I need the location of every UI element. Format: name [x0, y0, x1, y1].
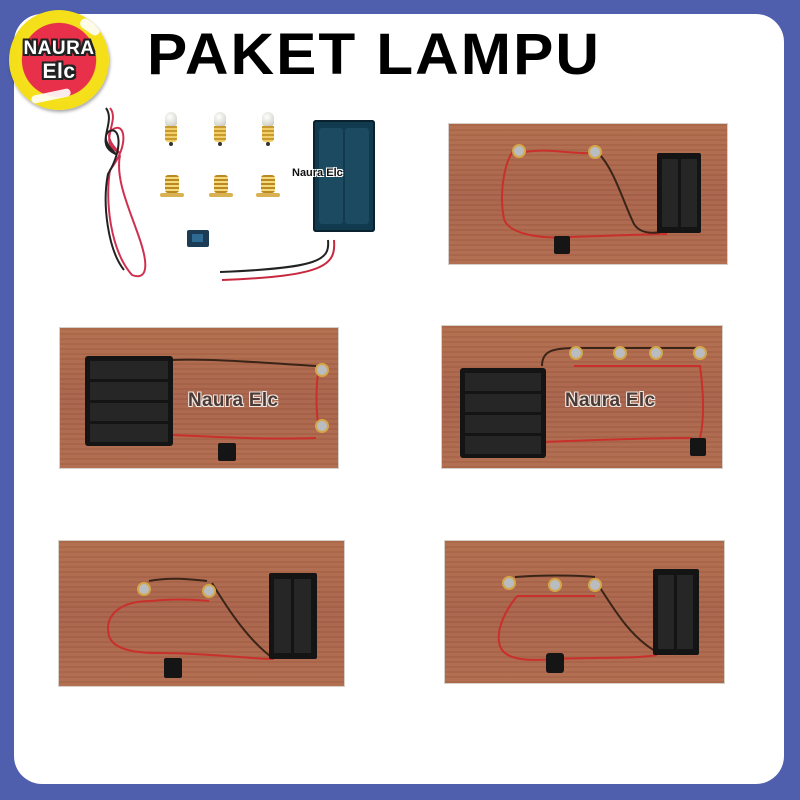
circuit-board-1 — [449, 124, 727, 264]
battery-holder-icon — [313, 120, 375, 232]
circuit-board-2: Naura Elc — [60, 328, 338, 468]
circuit-diagram-icon — [501, 144, 701, 254]
rocker-switch-icon — [187, 230, 209, 247]
logo-line1: NAURA — [23, 38, 95, 59]
circuit-diagram-icon — [85, 356, 329, 461]
watermark: Naura Elc — [188, 390, 279, 411]
bulb-holder-icon — [256, 175, 280, 199]
circuit-diagram-icon — [460, 346, 707, 458]
circuit-board-4 — [59, 541, 344, 686]
logo-swoosh — [30, 87, 72, 105]
loose-wires-icon — [104, 107, 336, 281]
circuit-board-5 — [445, 541, 724, 683]
bulb-icon — [163, 112, 179, 152]
bulb-icon — [212, 112, 228, 152]
bulb-holder-icon — [160, 175, 184, 199]
logo-line2: Elc — [42, 60, 76, 83]
circuit-board-3: Naura Elc — [442, 326, 722, 468]
circuit-diagram-icon — [107, 573, 317, 678]
bulb-holder-icon — [209, 175, 233, 199]
page-title: PAKET LAMPU — [147, 22, 602, 87]
watermark: Naura Elc — [565, 390, 656, 411]
kit-parts-photo: Naura Elc — [90, 100, 390, 290]
naura-elc-logo: NAURA Elc — [9, 10, 109, 110]
bulb-icon — [260, 112, 276, 152]
circuit-diagram-icon — [497, 569, 699, 673]
watermark: Naura Elc — [292, 167, 343, 179]
